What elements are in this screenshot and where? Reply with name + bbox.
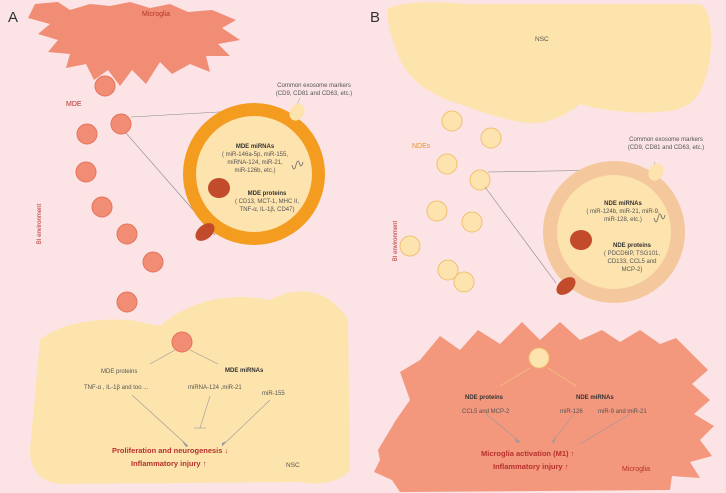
- panel-b-exosome: [480, 127, 502, 149]
- panel-b-mg-mir9-21: miR-9 and miR-21: [598, 409, 647, 415]
- panel-a-microglia-cell: [28, 2, 240, 86]
- panel-a-transmembrane-protein: [195, 223, 215, 241]
- panel-a-mirnas-line: miRNA-124, miR-21,: [227, 160, 283, 167]
- panel-b-markers-list: (CD9, CD81 and CD63, etc.): [627, 145, 705, 152]
- panel-a-outcome-1-arrow: ↓: [224, 446, 229, 455]
- panel-a-exosome: [116, 223, 138, 245]
- panel-b-exosome: [453, 271, 475, 293]
- panel-b-surface-marker: [648, 163, 664, 181]
- panel-a-environment-label: BI environment: [36, 203, 43, 245]
- panel-a-exosome: [91, 196, 113, 218]
- panel-b-rna-icon: [653, 213, 666, 223]
- panel-b-nsc-cell: [387, 2, 712, 124]
- panel-a-exosome-chain: [75, 75, 193, 353]
- panel-a-mirnas-line: ( miR-146a-5p, miR-155,: [221, 152, 289, 159]
- panel-b-markers-title: Common exosome markers: [629, 137, 703, 143]
- panel-b-proteins-line: MCP-2): [621, 267, 643, 274]
- panel-a-exosome: [76, 123, 98, 145]
- panel-b-exosome: [461, 211, 483, 233]
- panel-a-outcome-1: Proliferation and neurogenesis ↓: [112, 446, 228, 456]
- panel-b-mirnas-line: miR-128, etc.): [604, 217, 642, 224]
- panel-a-mirnas-line: miR-126b, etc.): [234, 168, 276, 175]
- panel-a-markers-box: Common exosome markers (CD9, CD81 and CD…: [264, 82, 364, 98]
- panel-b-proteins-line: ( PDCD6IP, TSG101,: [603, 251, 661, 258]
- panel-b-nde-label: NDEs: [412, 143, 431, 150]
- panel-a-exosome: [142, 251, 164, 273]
- panel-b-exosome: [399, 235, 421, 257]
- panel-a-surface-marker: [289, 103, 305, 121]
- panel-b-mg-proteins-title: NDE proteins: [465, 395, 504, 401]
- panel-b-outcome-2-arrow: ↑: [564, 462, 569, 471]
- panel-a-nsc-mir155: miR-155: [262, 391, 285, 397]
- panel-b-exosome-chain: [399, 110, 550, 369]
- panel-b-outcome-2-text: Inflammatory injury: [493, 462, 563, 471]
- panel-b-microglia-cell: [374, 322, 714, 492]
- panel-a-proteins-line: TNF-α, IL-1β, CD47): [239, 207, 295, 214]
- panel-b-exosome: [436, 153, 458, 175]
- panel-b-mirnas-box: NDE miRNAs ( miR-124b, miR-21, miR-9, mi…: [578, 200, 668, 224]
- panel-a-rna-icon: [291, 160, 304, 170]
- panel-b-transmembrane-protein: [556, 277, 576, 295]
- panel-b-proteins-box: NDE proteins ( PDCD6IP, TSG101, CD133, C…: [594, 242, 670, 274]
- panel-b-exosome: [469, 169, 491, 191]
- panel-b-proteins-title: NDE proteins: [612, 243, 651, 249]
- panel-b-outcome-1-arrow: ↑: [570, 449, 575, 458]
- panel-b-nsc-label: NSC: [535, 36, 549, 43]
- panel-a-microglia-label: Microglia: [142, 11, 171, 18]
- panel-a-exosome-zoom-core: [196, 116, 312, 232]
- panel-b-environment-label: BI environment: [392, 220, 399, 262]
- panel-a-protein-blob: [208, 178, 230, 198]
- panel-a-outcome-2-text: Inflammatory injury: [131, 459, 201, 468]
- panel-b-exosome: [426, 200, 448, 222]
- panel-b-mg-mir126: miR-126: [560, 409, 583, 415]
- panel-b-outcome-1-text: Microglia activation (M1): [481, 449, 569, 458]
- panel-a-nsc-proteins-title: MDE proteins: [101, 369, 138, 375]
- panel-b-outcome-1: Microglia activation (M1) ↑: [481, 449, 574, 459]
- panel-a-proteins-title: MDE proteins: [247, 191, 287, 197]
- panel-a-exosome: [110, 113, 132, 135]
- panel-b-mirnas-line: ( miR-124b, miR-21, miR-9,: [586, 209, 660, 216]
- panel-a-markers-title: Common exosome markers: [277, 83, 351, 89]
- panel-a-mirnas-title: MDE miRNAs: [235, 144, 275, 150]
- panel-a-outcome-2: Inflammatory injury ↑: [131, 459, 206, 469]
- panel-a-exosome: [75, 161, 97, 183]
- panel-a-nde-label: MDE: [66, 101, 82, 108]
- panel-b-outcome-2: Inflammatory injury ↑: [493, 462, 568, 472]
- panel-b-mg-mirnas-title: NDE miRNAs: [576, 395, 614, 401]
- panel-a-nsc-label: NSC: [286, 462, 300, 469]
- panel-a-outcome-2-arrow: ↑: [202, 459, 207, 468]
- panel-a-mirnas-box: MDE miRNAs ( miR-146a-5p, miR-155, miRNA…: [212, 143, 298, 175]
- panel-a-nsc-proteins-items: TNF-α , IL-1β and too ...: [84, 385, 149, 391]
- panel-b-letter: B: [370, 9, 381, 26]
- panel-a-letter: A: [8, 9, 19, 26]
- panel-b-proteins-line: CD133, CCL5 and: [607, 259, 657, 266]
- panel-b-exosome: [528, 347, 550, 369]
- panel-b-protein-blob: [570, 230, 592, 250]
- panel-a-outcome-1-text: Proliferation and neurogenesis: [112, 446, 223, 455]
- panel-a-markers-list: (CD9, CD81 and CD63, etc.): [275, 91, 353, 98]
- panel-a-exosome: [94, 75, 116, 97]
- panel-b-exosome: [437, 259, 459, 281]
- panel-b-markers-box: Common exosome markers (CD9, CD81 and CD…: [616, 136, 716, 152]
- panel-a-exosome: [116, 291, 138, 313]
- panel-b-mirnas-title: NDE miRNAs: [604, 201, 642, 207]
- panel-b-microglia-label: Microglia: [622, 466, 651, 473]
- panel-a-nsc-cell: [30, 291, 350, 484]
- panel-b-mg-proteins-items: CCL5 and MCP-2: [462, 409, 510, 415]
- panel-b-exosome-zoom-core: [557, 175, 671, 289]
- panel-a-nsc-mirnas-title: MDE miRNAs: [225, 368, 264, 374]
- panel-a-proteins-line: ( CD13, MCT-1, MHC II,: [234, 199, 299, 206]
- panel-a-exosome: [171, 331, 193, 353]
- panel-b-exosome: [441, 110, 463, 132]
- panel-a-proteins-box: MDE proteins ( CD13, MCT-1, MHC II, TNF-…: [226, 190, 308, 214]
- panel-a-nsc-mirnas-items: miRNA-124 ,miR-21: [188, 385, 242, 391]
